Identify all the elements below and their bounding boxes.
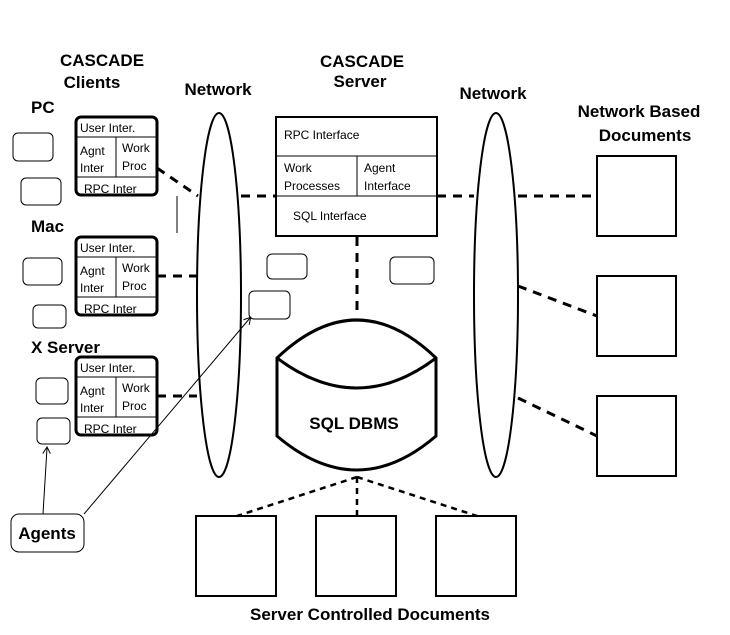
agent-box-3: [389, 256, 435, 285]
mac-machine-1: [22, 257, 63, 286]
pc-label: PC: [31, 98, 55, 117]
client-pc-work: Work: [122, 141, 151, 155]
client-box-pc: User Inter. Agnt Inter Work Proc RPC Int…: [74, 115, 159, 197]
client-xserver-user-inter: User Inter.: [80, 361, 135, 375]
server-rpc-interface: RPC Interface: [284, 128, 360, 142]
server-interface: Interface: [364, 179, 411, 193]
dbms-to-doc1-link: [236, 475, 358, 518]
xserver-machine-1: [35, 377, 69, 405]
agents-arrow-agent-box: [83, 318, 250, 515]
mac-label: Mac: [31, 217, 64, 236]
client-xserver-proc: Proc: [122, 399, 147, 413]
server-doc-2: [315, 515, 397, 597]
network-docs-title-line1: Network Based: [578, 102, 701, 121]
agents-label: Agents: [18, 524, 76, 543]
pc-machine-2: [20, 177, 62, 206]
network-right-ellipse: [473, 112, 519, 478]
network-left-ellipse: [196, 112, 242, 478]
cascade-clients-title-line1: CASCADE: [60, 51, 144, 70]
client-box-xserver: User Inter. Agnt Inter Work Proc RPC Int…: [74, 355, 159, 437]
client-mac-agnt: Agnt: [80, 264, 105, 278]
xserver-machine-2: [36, 417, 71, 445]
client-xserver-agnt: Agnt: [80, 384, 105, 398]
network-doc-1: [596, 155, 677, 237]
agent-box-1: [266, 253, 308, 280]
client-pc-inter: Inter: [80, 161, 104, 175]
network-doc-3: [596, 395, 677, 477]
cascade-server-title-line1: CASCADE: [320, 52, 404, 71]
client-mac-user-inter: User Inter.: [80, 241, 135, 255]
network-left-label: Network: [184, 80, 252, 99]
server-doc-1: [195, 515, 277, 597]
network-to-doc3-link: [517, 396, 598, 438]
server-work: Work: [284, 161, 313, 175]
client-pc-rpc-inter: RPC Inter: [84, 182, 137, 196]
server-processes: Processes: [284, 179, 340, 193]
agent-box-2: [248, 290, 291, 320]
cascade-clients-title-line2: Clients: [64, 73, 121, 92]
server-doc-3: [435, 515, 517, 597]
network-right-label: Network: [459, 84, 527, 103]
cascade-server-title-line2: Server: [334, 72, 387, 91]
mac-machine-2: [32, 304, 67, 329]
network-doc-2: [596, 275, 677, 357]
dbms-to-doc3-link: [356, 475, 478, 518]
client-mac-work: Work: [122, 261, 151, 275]
server-sql-interface: SQL Interface: [293, 209, 367, 223]
client-xserver-rpc-inter: RPC Inter: [84, 422, 137, 436]
server-agent: Agent: [364, 161, 396, 175]
agents-box: [10, 513, 85, 553]
client-mac-proc: Proc: [122, 279, 147, 293]
server-box: RPC Interface Work Processes Agent Inter…: [275, 116, 438, 237]
server-docs-label: Server Controlled Documents: [250, 605, 490, 624]
sql-dbms-cylinder: SQL DBMS: [275, 318, 438, 472]
client-mac-inter: Inter: [80, 281, 104, 295]
client-box-mac: User Inter. Agnt Inter Work Proc RPC Int…: [74, 235, 159, 317]
network-docs-title-line2: Documents: [599, 126, 692, 145]
client-pc-agnt: Agnt: [80, 144, 105, 158]
client-xserver-inter: Inter: [80, 401, 104, 415]
pc-to-network-link: [156, 166, 199, 198]
x-server-label: X Server: [31, 338, 100, 357]
agents-arrow-machine: [42, 448, 47, 515]
sql-dbms-label: SQL DBMS: [309, 414, 398, 433]
network-to-doc2-link: [517, 284, 598, 318]
client-xserver-work: Work: [122, 381, 151, 395]
client-mac-rpc-inter: RPC Inter: [84, 302, 137, 316]
client-pc-proc: Proc: [122, 159, 147, 173]
pc-machine-1: [12, 132, 54, 162]
client-pc-user-inter: User Inter.: [80, 121, 135, 135]
